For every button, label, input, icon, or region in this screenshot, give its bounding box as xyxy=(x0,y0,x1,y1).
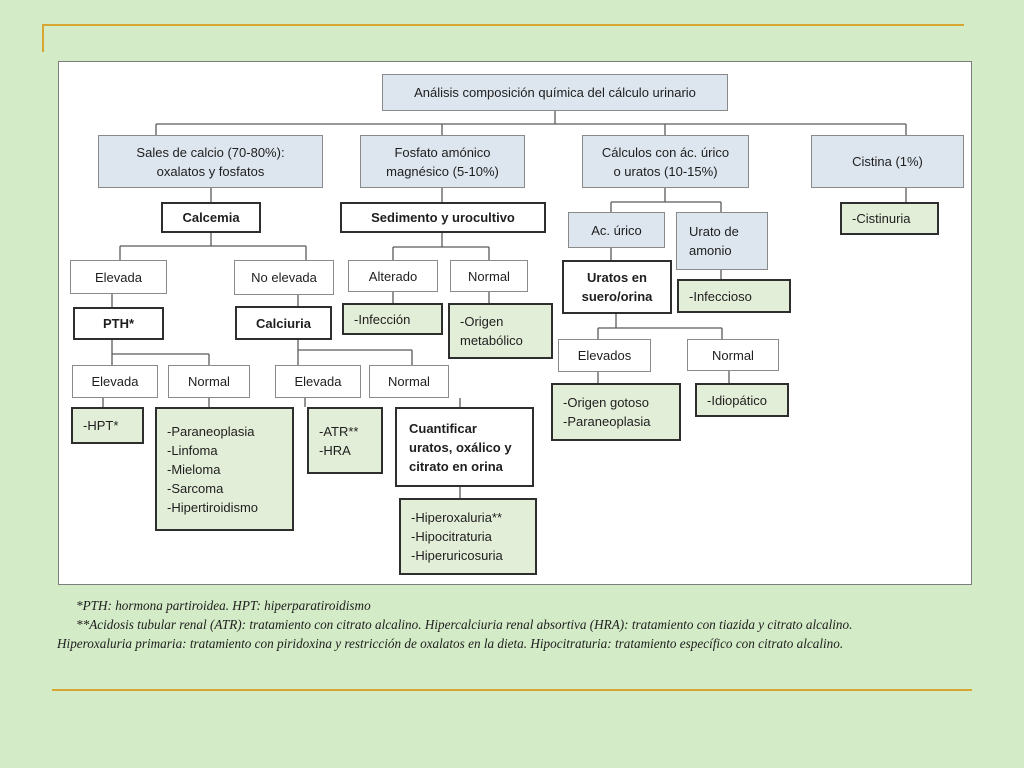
paraneoplasia-urico-item: -Paraneoplasia xyxy=(563,414,651,429)
gotoso-result-box: -Origen gotoso -Paraneoplasia xyxy=(551,383,681,441)
pth-normal-label: Normal xyxy=(188,374,230,389)
root-label: Análisis composición química del cálculo… xyxy=(414,85,696,100)
category-calcio-line-1: Sales de calcio (70-80%): xyxy=(136,144,285,160)
bottom-accent-line xyxy=(52,689,972,691)
hpt-result-box: -HPT* xyxy=(71,407,144,444)
cistinuria-result-box: -Cistinuria xyxy=(840,202,939,235)
mieloma-item: -Mieloma xyxy=(167,461,221,477)
category-urico-box: Cálculos con ác. úrico o uratos (10-15%) xyxy=(582,135,749,188)
alterado-box: Alterado xyxy=(348,260,438,292)
infeccion-label: -Infección xyxy=(354,311,411,327)
elevados-box: Elevados xyxy=(558,339,651,372)
footnote-pth: *PTH: hormona partiroidea. HPT: hiperpar… xyxy=(76,598,371,613)
pth-normal-box: Normal xyxy=(168,365,250,398)
footnotes: *PTH: hormona partiroidea. HPT: hiperpar… xyxy=(57,596,972,653)
uratos-normal-box: Normal xyxy=(687,339,779,371)
origen-metabolico-line-1: -Origen xyxy=(460,314,504,329)
calcemia-label: Calcemia xyxy=(182,210,240,225)
category-urico-line-1: Cálculos con ác. úrico xyxy=(601,144,730,160)
hipocitraturia-item: -Hipocitraturia xyxy=(411,529,492,544)
top-accent-line xyxy=(42,24,964,26)
pth-label: PTH* xyxy=(102,316,135,331)
sedimento-normal-label: Normal xyxy=(468,268,510,284)
hiper-result-box: -Hiperoxaluria** -Hipocitraturia -Hiperu… xyxy=(399,498,537,575)
sarcoma-item: -Sarcoma xyxy=(167,480,224,496)
sedimento-label: Sedimento y urocultivo xyxy=(371,210,515,225)
sedimento-normal-box: Normal xyxy=(450,260,528,292)
hipertiroidismo-item: -Hipertiroidismo xyxy=(167,499,259,515)
hra-item: -HRA xyxy=(319,442,351,458)
calcemia-elevada-box: Elevada xyxy=(70,260,167,294)
category-cistina-box: Cistina (1%) xyxy=(811,135,964,188)
idiopatico-result-box: -Idiopático xyxy=(695,383,789,417)
category-fosfato-line-1: Fosfato amónico xyxy=(394,144,491,160)
cuantificar-line-3: citrato en orina xyxy=(409,458,503,474)
calciuria-label: Calciuria xyxy=(256,315,311,331)
cuantificar-box: Cuantificar uratos, oxálico y citrato en… xyxy=(395,407,534,487)
origen-gotoso-item: -Origen gotoso xyxy=(563,395,649,410)
paraneoplasia-item: -Paraneoplasia xyxy=(167,423,255,439)
calciuria-elevada-label: Elevada xyxy=(294,374,342,389)
hiperoxaluria-item: -Hiperoxaluria** xyxy=(411,510,503,525)
origen-metabolico-result-box: -Origen metabólico xyxy=(448,303,553,359)
hiperuricosuria-item: -Hiperuricosuria xyxy=(411,548,503,563)
idiopatico-label: -Idiopático xyxy=(707,392,767,408)
ac-urico-box: Ac. úrico xyxy=(568,212,665,248)
cuantificar-line-1: Cuantificar xyxy=(409,420,477,436)
calcemia-box: Calcemia xyxy=(161,202,261,233)
category-calcio-line-2: oxalatos y fosfatos xyxy=(156,163,265,179)
hpt-label: -HPT* xyxy=(83,418,119,433)
pth-elevada-box: Elevada xyxy=(72,365,158,398)
root-analysis-box: Análisis composición química del cálculo… xyxy=(382,74,728,111)
pth-elevada-label: Elevada xyxy=(91,374,139,389)
calciuria-normal-label: Normal xyxy=(388,374,430,389)
uratos-suero-line-1: Uratos en xyxy=(587,270,647,285)
atr-hra-result-box: -ATR** -HRA xyxy=(307,407,383,474)
calciuria-elevada-box: Elevada xyxy=(275,365,361,398)
category-urico-line-2: o uratos (10-15%) xyxy=(613,163,718,179)
calcemia-elevada-label: Elevada xyxy=(95,269,142,285)
uratos-suero-line-2: suero/orina xyxy=(581,289,653,304)
footnote-atr-hra: **Acidosis tubular renal (ATR): tratamie… xyxy=(76,617,853,632)
linfoma-item: -Linfoma xyxy=(167,442,218,458)
cuantificar-line-2: uratos, oxálico y xyxy=(409,439,512,455)
urato-amonio-box: Urato de amonio xyxy=(676,212,768,270)
infeccioso-label: -Infeccioso xyxy=(689,288,752,304)
category-fosfato-line-2: magnésico (5-10%) xyxy=(386,163,499,179)
category-calcio-box: Sales de calcio (70-80%): oxalatos y fos… xyxy=(98,135,323,188)
calciuria-normal-box: Normal xyxy=(369,365,449,398)
ac-urico-label: Ac. úrico xyxy=(591,222,642,238)
infeccion-result-box: -Infección xyxy=(342,303,443,335)
category-cistina-label: Cistina (1%) xyxy=(852,154,923,169)
calcemia-no-elevada-label: No elevada xyxy=(251,270,317,285)
calcemia-no-elevada-box: No elevada xyxy=(234,260,334,295)
pth-normal-result-box: -Paraneoplasia -Linfoma -Mieloma -Sarcom… xyxy=(155,407,294,531)
calciuria-box: Calciuria xyxy=(235,306,332,340)
connector-lines xyxy=(102,111,907,498)
urato-amonio-line-1: Urato de xyxy=(689,224,739,239)
footnote-hiperoxaluria: Hiperoxaluria primaria: tratamiento con … xyxy=(57,636,844,651)
cistinuria-label: -Cistinuria xyxy=(852,211,911,226)
alterado-label: Alterado xyxy=(368,268,418,284)
urato-amonio-line-2: amonio xyxy=(689,243,732,258)
top-accent-tick xyxy=(42,24,44,52)
sedimento-box: Sedimento y urocultivo xyxy=(340,202,546,233)
atr-item: -ATR** xyxy=(319,423,359,439)
origen-metabolico-line-2: metabólico xyxy=(460,333,523,348)
uratos-suero-box: Uratos en suero/orina xyxy=(562,260,672,314)
flowchart-panel: Análisis composición química del cálculo… xyxy=(58,61,972,585)
infeccioso-result-box: -Infeccioso xyxy=(677,279,791,313)
elevados-label: Elevados xyxy=(577,348,632,363)
category-fosfato-box: Fosfato amónico magnésico (5-10%) xyxy=(360,135,525,188)
pth-box: PTH* xyxy=(73,307,164,340)
uratos-normal-label: Normal xyxy=(712,347,754,363)
